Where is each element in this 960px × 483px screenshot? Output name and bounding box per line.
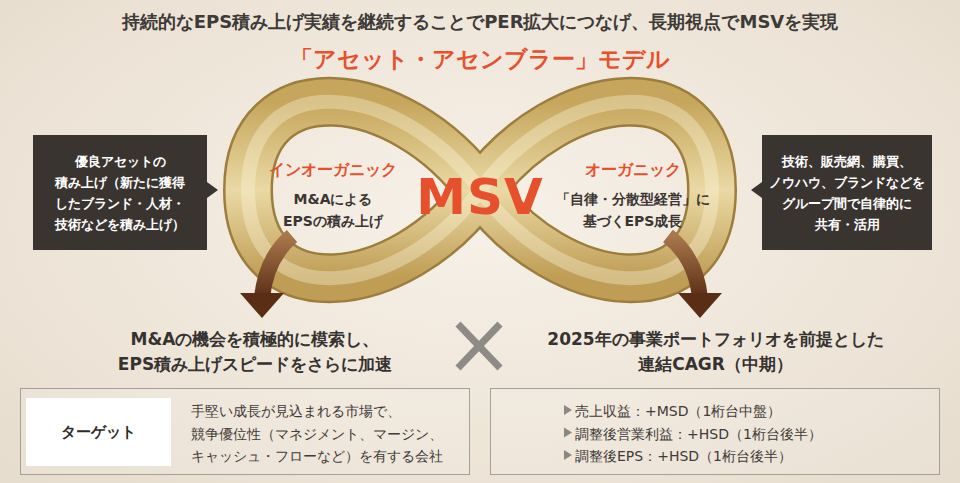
lobe-body: 「自律・分散型経営」に 基づくEPS成長	[549, 188, 716, 232]
box-text: 技術、販売網、購買、 ノウハウ、ブランドなどを グループ間で自律的に 共有・活用	[767, 151, 927, 235]
lobe-body: M&Aによる EPSの積み上げ	[270, 188, 396, 232]
lobe-heading: オーガニック	[545, 158, 720, 182]
arrow-head	[240, 293, 284, 318]
metric-item: 調整後EPS：+HSD（1桁台後半）	[575, 445, 915, 468]
target-description: 手堅い成長が見込まれる市場で、 競争優位性（マネジメント、マージン、 キャッシュ…	[191, 400, 465, 468]
times-symbol	[458, 324, 500, 368]
arrow-head	[678, 293, 722, 318]
model-name: 「アセット・アセンブラー」モデル	[0, 44, 960, 74]
band-fill	[248, 102, 712, 278]
description-box: 優良アセットの 積み上げ（新たに獲得 したブランド・人材・ 技術などを積み上げ）	[33, 135, 207, 250]
loop-lobe: インオーガニック M&Aによる EPSの積み上げ	[258, 158, 408, 243]
arrow-shaft	[668, 236, 700, 298]
bullet-marker	[564, 450, 572, 460]
cagr-box: 売上収益：+MSD（1桁台中盤）調整後営業利益：+HSD（1桁台後半）調整後EP…	[490, 388, 940, 475]
times-symbol	[458, 324, 500, 368]
metric-item: 売上収益：+MSD（1桁台中盤）	[575, 400, 915, 423]
tag-text: ターゲット	[29, 423, 169, 442]
callout-pointer	[207, 182, 218, 198]
bullet-marker	[564, 405, 572, 415]
description-box: 技術、販売網、購買、 ノウハウ、ブランドなどを グループ間で自律的に 共有・活用	[762, 135, 932, 250]
band-highlight	[248, 102, 712, 278]
bullet-marker	[564, 428, 572, 438]
metric-item: 調整後営業利益：+HSD（1桁台後半）	[575, 423, 915, 446]
lobe-heading: インオーガニック	[258, 158, 408, 182]
infinity-loop: MSVインオーガニック M&Aによる EPSの積み上げ オーガニック「自律・分散型経…	[200, 70, 760, 315]
band-edge	[248, 102, 712, 278]
target-tag: ターゲット	[26, 398, 171, 466]
box-text: 優良アセットの 積み上げ（新たに獲得 したブランド・人材・ 技術などを積み上げ）	[49, 151, 191, 235]
center-label: MSV	[380, 170, 580, 224]
diagram-title: 持続的なEPS積み上げ実績を継続することでPER拡大につなげ、長期視点でMSVを…	[0, 9, 960, 35]
arrow-shaft	[262, 236, 292, 298]
loop-lobe: オーガニック「自律・分散型経営」に 基づくEPS成長	[545, 158, 720, 243]
strategy-text: 2025年の事業ポートフォリオを前提とした 連結CAGR（中期）	[523, 327, 908, 377]
target-box: 手堅い成長が見込まれる市場で、 競争優位性（マネジメント、マージン、 キャッシュ…	[20, 388, 470, 475]
strategy-text: M&Aの機会を積極的に模索し、 EPS積み上げスピードをさらに加速	[110, 327, 400, 377]
callout-pointer	[751, 182, 762, 198]
